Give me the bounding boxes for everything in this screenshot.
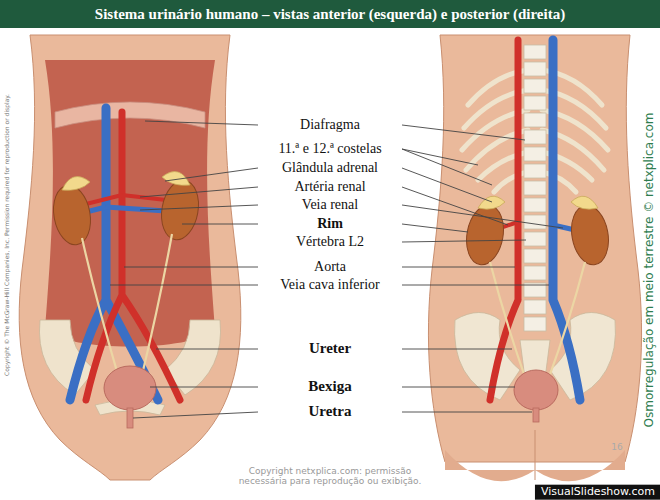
- part-label: Veia cava inferior: [280, 277, 380, 293]
- leader-line: [182, 224, 258, 225]
- vertebra: [524, 198, 546, 212]
- kidney: [567, 202, 613, 267]
- leader-line: [402, 149, 492, 185]
- title-bar: Sistema urinário humano – vistas anterio…: [0, 0, 660, 28]
- leader-line: [402, 387, 515, 388]
- leader-line: [402, 412, 532, 413]
- posterior-figure: [428, 35, 641, 481]
- leader-line: [150, 387, 258, 388]
- vertebra: [524, 96, 546, 110]
- anterior-figure: [19, 35, 241, 480]
- vertebra: [524, 215, 546, 229]
- vertebra: [524, 147, 546, 161]
- side-note: Osmorregulação em meio terrestre © netxp…: [643, 113, 657, 428]
- leader-line: [402, 240, 526, 242]
- part-label: Uretra: [308, 403, 351, 420]
- kidney: [157, 177, 203, 242]
- vertebra: [524, 232, 546, 246]
- vertebra: [524, 317, 546, 331]
- leader-line: [124, 267, 258, 268]
- part-label: Ureter: [309, 340, 351, 357]
- leader-line: [402, 285, 549, 286]
- vertebra: [524, 45, 546, 59]
- adrenal-gland: [62, 177, 90, 191]
- leader-line: [402, 349, 512, 350]
- leader-line: [156, 349, 258, 350]
- ureter: [82, 234, 172, 375]
- leader-line: [140, 187, 258, 197]
- part-label: Rim: [317, 216, 343, 232]
- rib: [542, 172, 576, 192]
- kidney: [49, 182, 95, 247]
- vertebra: [524, 130, 546, 144]
- leader-line: [110, 285, 258, 286]
- urethra: [533, 408, 539, 422]
- urethra: [127, 408, 133, 428]
- leader-line: [402, 205, 563, 228]
- rib: [494, 172, 528, 192]
- vertebra: [524, 79, 546, 93]
- part-label: Bexiga: [308, 378, 351, 395]
- leader-line: [402, 125, 525, 140]
- vertebra: [524, 181, 546, 195]
- leader-line: [402, 149, 478, 165]
- bladder: [104, 366, 156, 410]
- copyright-note: Copyright © The McGraw-Hill Companies, I…: [4, 94, 11, 376]
- leader-line: [402, 187, 508, 225]
- vertebra: [524, 300, 546, 314]
- watermark: VisualSlideshow.com: [535, 485, 660, 500]
- kidney: [462, 202, 508, 267]
- torso-skin: [428, 35, 641, 462]
- page-number: 16: [611, 442, 622, 452]
- title-text: Sistema urinário humano – vistas anterio…: [95, 6, 565, 23]
- part-label: Aorta: [314, 259, 346, 275]
- ureter: [490, 262, 585, 380]
- part-label: Vértebra L2: [296, 234, 364, 250]
- leader-line: [145, 121, 258, 125]
- vena-cava: [70, 108, 158, 400]
- part-label: Artéria renal: [294, 179, 365, 195]
- leader-line: [110, 121, 563, 418]
- torso-skin: [19, 35, 241, 480]
- leader-line: [402, 267, 515, 268]
- vertebra: [524, 62, 546, 76]
- leader-line: [402, 224, 468, 232]
- vertebra: [524, 113, 546, 127]
- part-label: Glândula adrenal: [282, 160, 378, 176]
- leader-line: [133, 412, 258, 418]
- adrenal-gland: [571, 196, 598, 209]
- aorta: [86, 112, 180, 400]
- part-label: Diafragma: [300, 117, 360, 133]
- leader-line: [140, 205, 258, 210]
- vertebra: [524, 249, 546, 263]
- vertebra: [524, 266, 546, 280]
- rib: [462, 70, 608, 192]
- leader-line: [165, 168, 258, 181]
- gluteal-crease: [535, 430, 536, 480]
- bladder: [514, 370, 558, 410]
- copyright-note: Copyright netxplica.com: permissão neces…: [230, 466, 430, 487]
- part-label: Veia renal: [302, 197, 358, 213]
- part-label: 11.ª e 12.ª costelas: [278, 141, 381, 157]
- renal-artery: [86, 195, 166, 204]
- vertebra: [524, 45, 546, 331]
- leader-line: [402, 168, 492, 202]
- vertebra: [524, 164, 546, 178]
- diaphragm: [55, 102, 205, 128]
